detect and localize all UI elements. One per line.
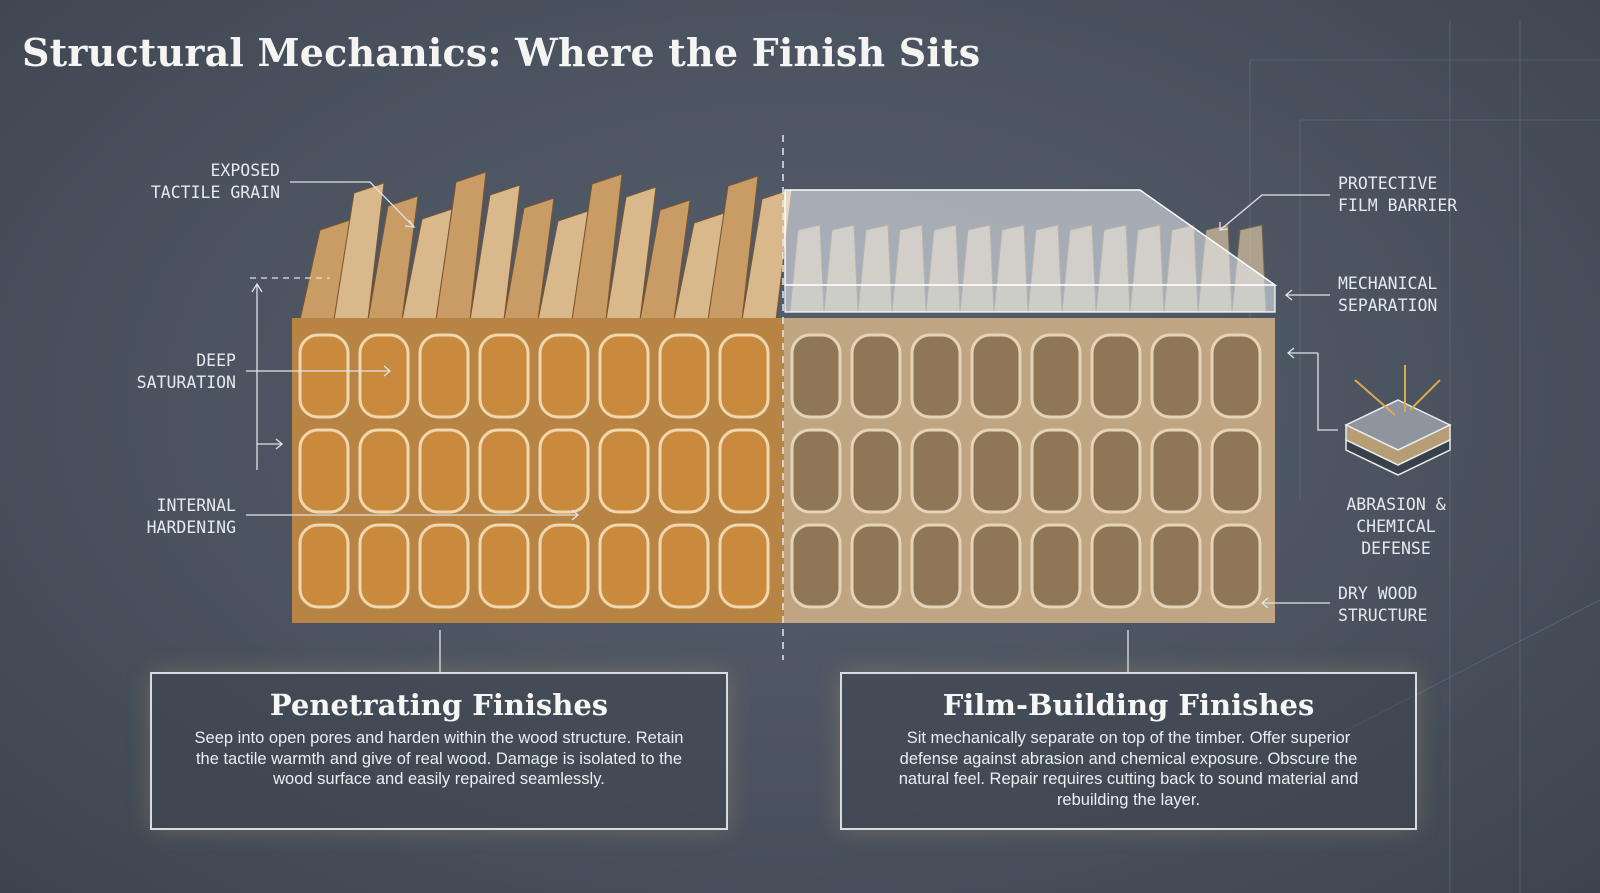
panel-penetrating-finishes: Penetrating Finishes Seep into open pore… bbox=[150, 672, 728, 830]
film-barrier-slab bbox=[784, 189, 1278, 313]
label-deep-saturation: DEEP SATURATION bbox=[136, 351, 236, 392]
oiled-wood-cell bbox=[538, 333, 590, 419]
label-mechanical-separation: MECHANICAL SEPARATION bbox=[1338, 274, 1438, 315]
dry-wood-cell bbox=[850, 523, 902, 609]
dry-wood-cell bbox=[970, 333, 1022, 419]
oiled-wood-cell bbox=[418, 428, 470, 514]
oiled-wood-cell bbox=[598, 523, 650, 609]
oiled-wood-cell bbox=[658, 428, 710, 514]
oiled-wood-cell bbox=[538, 428, 590, 514]
dry-wood-cell bbox=[910, 523, 962, 609]
oiled-wood-cell bbox=[718, 333, 770, 419]
dry-wood-cell bbox=[790, 333, 842, 419]
dry-wood-cell bbox=[1030, 523, 1082, 609]
label-exposed-tactile-grain: EXPOSED TACTILE GRAIN bbox=[150, 161, 280, 202]
dry-wood-cell bbox=[1150, 333, 1202, 419]
dry-wood-cell bbox=[910, 428, 962, 514]
oiled-wood-cell bbox=[298, 523, 350, 609]
dry-wood-cell bbox=[1090, 333, 1142, 419]
dry-wood-cell bbox=[1210, 333, 1262, 419]
panel-body: Sit mechanically separate on top of the … bbox=[898, 729, 1359, 809]
dry-wood-cell bbox=[850, 428, 902, 514]
dry-wood-cell bbox=[1030, 333, 1082, 419]
page-title: Structural Mechanics: Where the Finish S… bbox=[22, 30, 981, 75]
label-abrasion-chemical-defense: ABRASION & CHEMICAL DEFENSE bbox=[1346, 495, 1446, 558]
oiled-wood-cell bbox=[658, 333, 710, 419]
oiled-wood-cell bbox=[598, 333, 650, 419]
oiled-wood-cell bbox=[658, 523, 710, 609]
dry-wood-cell bbox=[790, 428, 842, 514]
callout-lines bbox=[246, 181, 1338, 672]
dry-wood-cell bbox=[790, 523, 842, 609]
oiled-wood-cell bbox=[418, 523, 470, 609]
oiled-wood-cell bbox=[418, 333, 470, 419]
dry-wood-cell bbox=[970, 523, 1022, 609]
oiled-wood-cell bbox=[478, 428, 530, 514]
dry-wood-cell bbox=[910, 333, 962, 419]
oiled-wood-cell bbox=[718, 428, 770, 514]
dry-wood-cell bbox=[1090, 523, 1142, 609]
label-dry-wood-structure: DRY WOOD STRUCTURE bbox=[1338, 584, 1428, 625]
oiled-wood-cell bbox=[718, 523, 770, 609]
layered-defense-icon bbox=[1344, 365, 1452, 476]
oiled-wood-cell bbox=[358, 523, 410, 609]
oiled-wood-cell bbox=[298, 333, 350, 419]
dry-wood-cell bbox=[1210, 428, 1262, 514]
label-internal-hardening: INTERNAL HARDENING bbox=[146, 496, 236, 537]
dry-wood-cell bbox=[1150, 428, 1202, 514]
panel-heading: Penetrating Finishes bbox=[269, 688, 609, 722]
oiled-wood-cell bbox=[358, 428, 410, 514]
wood-cell-block bbox=[292, 318, 1275, 623]
oiled-wood-cell bbox=[538, 523, 590, 609]
oiled-wood-cell bbox=[478, 333, 530, 419]
label-protective-film-barrier: PROTECTIVE FILM BARRIER bbox=[1338, 174, 1458, 215]
dry-wood-cell bbox=[1150, 523, 1202, 609]
panel-heading: Film-Building Finishes bbox=[942, 688, 1315, 722]
panel-body: Seep into open pores and harden within t… bbox=[194, 729, 684, 788]
dry-wood-cell bbox=[850, 333, 902, 419]
oiled-wood-cell bbox=[298, 428, 350, 514]
panel-film-building-finishes: Film-Building Finishes Sit mechanically … bbox=[840, 672, 1417, 830]
oiled-wood-cell bbox=[478, 523, 530, 609]
dry-wood-cell bbox=[1090, 428, 1142, 514]
dry-wood-cell bbox=[1030, 428, 1082, 514]
dry-wood-cell bbox=[1210, 523, 1262, 609]
oiled-wood-cell bbox=[598, 428, 650, 514]
dry-wood-cell bbox=[970, 428, 1022, 514]
